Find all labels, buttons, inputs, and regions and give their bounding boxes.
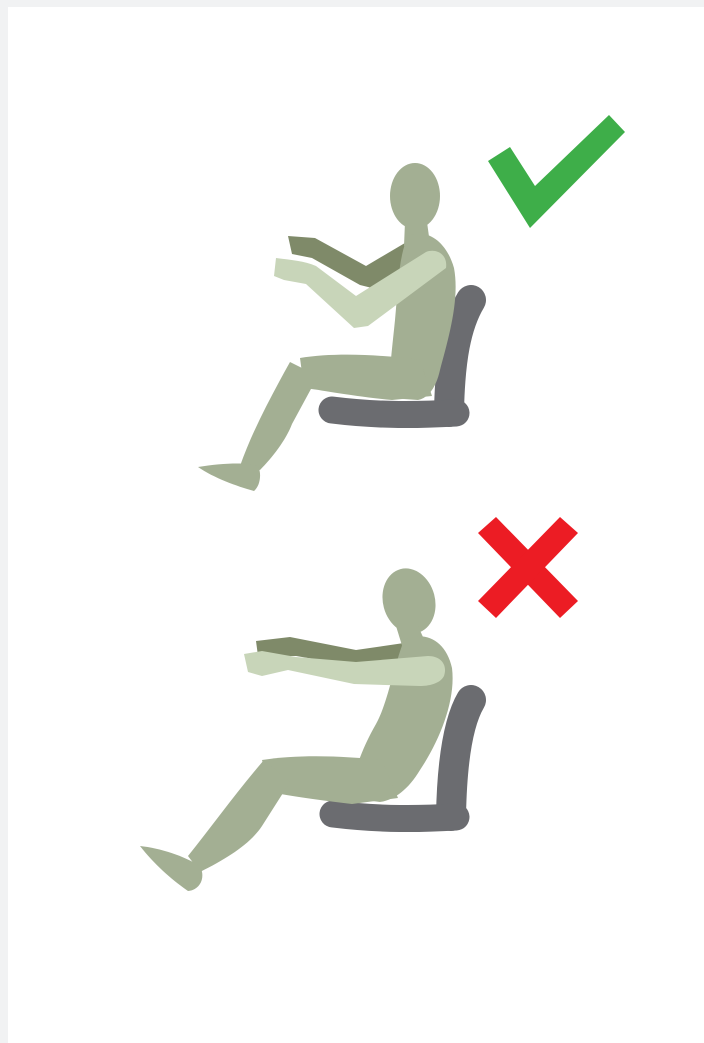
seat-backrest [451, 700, 471, 816]
check-mark-icon [488, 115, 625, 228]
seat-cushion [333, 814, 456, 819]
shin [188, 760, 290, 872]
cross-mark-icon [478, 517, 578, 618]
seat-cushion [332, 410, 456, 415]
foot [198, 463, 260, 491]
head [390, 163, 440, 229]
incorrect-posture-figure [140, 517, 578, 891]
thigh [300, 355, 432, 400]
shin [240, 362, 318, 470]
correct-posture-figure [198, 115, 625, 491]
